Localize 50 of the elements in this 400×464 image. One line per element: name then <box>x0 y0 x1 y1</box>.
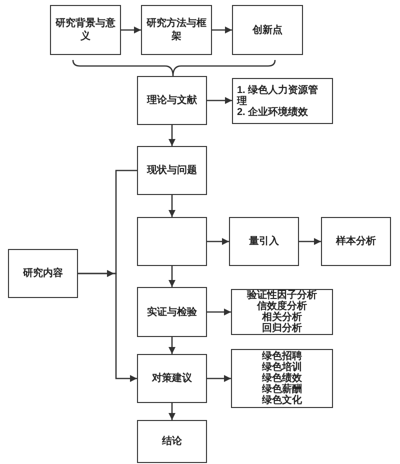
list-item: 绿色培训 <box>262 362 302 373</box>
box-label: 研究内容 <box>23 267 63 280</box>
process-box <box>141 5 212 55</box>
process-box <box>137 287 207 337</box>
arrow <box>121 26 141 34</box>
process-box <box>8 249 78 298</box>
arrow <box>168 266 176 287</box>
arrow <box>207 308 231 316</box>
process-box <box>137 146 207 195</box>
process-box <box>137 217 207 266</box>
list-item: 相关分析 <box>262 312 302 323</box>
box-label: 量引入 <box>249 235 279 248</box>
box-label: 研究方法与框架 <box>146 17 207 43</box>
process-box <box>137 420 207 463</box>
arrow <box>207 375 231 382</box>
arrow <box>168 403 176 420</box>
box-label: 结论 <box>162 435 182 448</box>
process-box <box>229 217 299 266</box>
list-item: 验证性因子分析 <box>247 290 317 301</box>
process-box <box>321 217 391 266</box>
list-item: 绿色薪酬 <box>262 384 302 395</box>
list-item: 绿色绩效 <box>262 373 302 384</box>
list-box <box>231 289 333 335</box>
box-label: 创新点 <box>252 24 282 36</box>
arrow <box>207 238 229 245</box>
arrow <box>299 238 321 245</box>
process-box <box>137 354 207 403</box>
list-box <box>231 349 333 408</box>
arrow <box>78 270 137 382</box>
process-box <box>232 5 303 55</box>
box-label: 实证与检验 <box>147 306 197 318</box>
arrow <box>168 337 176 354</box>
box-label: 样本分析 <box>336 235 376 248</box>
arrow <box>207 97 232 104</box>
process-box <box>50 5 121 55</box>
list-item: 信效度分析 <box>257 301 307 312</box>
box-label: 对策建议 <box>152 372 192 385</box>
arrow <box>168 125 176 146</box>
arrow <box>212 26 232 34</box>
list-item: 绿色招聘 <box>262 351 302 362</box>
box-label: 研究背景与意义 <box>55 17 116 43</box>
list-item: 绿色文化 <box>262 395 302 406</box>
box-label: 现状与问题 <box>147 164 197 177</box>
list-item: 回归分析 <box>262 323 302 334</box>
arrow <box>168 195 176 217</box>
box-label: 理论与文献 <box>147 94 197 107</box>
process-box <box>137 76 207 125</box>
list-box <box>232 78 333 124</box>
list-item: 1. 绿色人力资源管理 <box>237 84 320 106</box>
list-item: 2. 企业环境绩效 <box>237 106 308 118</box>
